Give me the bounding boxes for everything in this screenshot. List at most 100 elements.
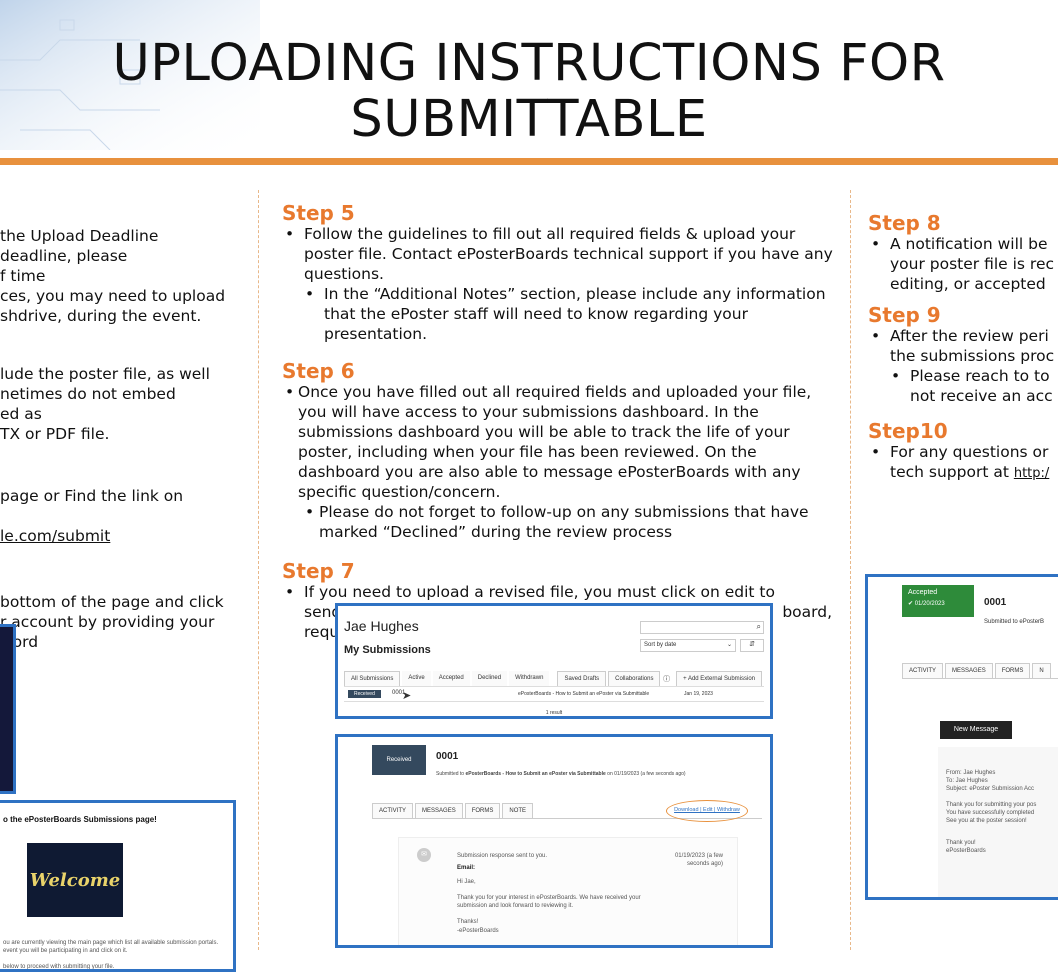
submitted-suffix: on 01/19/2023 (a few seconds ago) xyxy=(605,771,686,777)
welcome-logo-text: Welcome xyxy=(29,869,121,891)
step-8-heading: Step 8 xyxy=(868,212,941,235)
step-10-line: For any questions or xyxy=(890,443,1049,461)
left-text-line: deadline, please xyxy=(0,247,128,265)
message-icon: ✉ xyxy=(417,848,431,862)
step-5-heading: Step 5 xyxy=(282,201,355,225)
filter-icon: ⇵ xyxy=(749,641,755,648)
step-7-line: board, xyxy=(782,603,832,621)
step-8-line: A notification will be xyxy=(890,235,1048,253)
tech-support-link[interactable]: http:/ xyxy=(1013,466,1050,481)
tab-all-submissions[interactable]: All Submissions xyxy=(344,671,401,686)
action-links[interactable]: Download | Edit | Withdraw xyxy=(666,800,748,822)
step-9-sub-bullet: Please reach to to not receive an acc xyxy=(868,366,1058,406)
step-10-bullet: For any questions or tech support at htt… xyxy=(868,442,1058,484)
submission-date: Jan 19, 2023 xyxy=(684,691,713,697)
accepted-badge: Accepted ✔ 01/20/2023 xyxy=(902,585,974,617)
email-label: Email: xyxy=(457,865,476,871)
message-thanks: Thank you! xyxy=(946,840,976,846)
step-8-line: editing, or accepted xyxy=(890,275,1046,293)
submitted-prefix: Submitted to xyxy=(436,771,466,777)
filter-button[interactable]: ⇵ xyxy=(740,639,764,652)
step-5-sub-bullet: In the “Additional Notes” section, pleas… xyxy=(282,284,842,344)
user-name: Jae Hughes xyxy=(344,618,419,634)
step-9-sub-line: not receive an acc xyxy=(910,387,1053,405)
sort-dropdown[interactable]: Sort by date ⌄ xyxy=(640,639,736,652)
message-card: From: Jae Hughes To: Jae Hughes Subject:… xyxy=(938,747,1058,897)
middle-column: Step 5 Follow the guidelines to fill out… xyxy=(282,202,842,642)
submit-link[interactable]: le.com/submit xyxy=(0,527,111,545)
submission-detail-screenshot: Received 0001 Submitted to ePosterBoards… xyxy=(335,734,773,948)
welcome-text: ou are currently viewing the main page w… xyxy=(3,940,219,946)
left-text-line: shdrive, during the event. xyxy=(0,307,202,325)
title-line-1: UPLOADING INSTRUCTIONS FOR xyxy=(112,34,946,93)
submissions-dashboard-screenshot: Jae Hughes My Submissions ⌕ Sort by date… xyxy=(335,603,773,719)
my-submissions-heading: My Submissions xyxy=(344,644,431,656)
step-8-bullet: A notification will be your poster file … xyxy=(868,234,1058,294)
left-text-line: netimes do not embed xyxy=(0,385,176,403)
message-body: You have successfully completed xyxy=(946,810,1035,816)
left-text-line: r account by providing your xyxy=(0,613,215,631)
tab-activity[interactable]: ACTIVITY xyxy=(372,803,414,818)
message-from: From: Jae Hughes xyxy=(946,770,996,776)
step-7-heading: Step 7 xyxy=(282,559,355,583)
left-text-line: ces, you may need to upload xyxy=(0,287,226,305)
message-thanks: Thanks! xyxy=(457,919,479,925)
left-text-line: page or Find the link on xyxy=(0,487,184,505)
submitted-form: ePosterBoards - How to Submit an ePoster… xyxy=(465,771,606,777)
title-underline-bar xyxy=(0,158,1058,165)
right-column: Step 8 A notification will be your poste… xyxy=(868,212,1058,484)
step-7-bullet: If you need to upload a revised file, yo… xyxy=(282,582,842,642)
left-text-line: f time xyxy=(0,267,46,285)
sort-value: Sort by date xyxy=(644,642,677,648)
tab-active[interactable]: Active xyxy=(402,671,431,686)
step-10-heading: Step10 xyxy=(868,419,948,443)
submission-id: 0001 xyxy=(436,751,459,762)
step-9-line: After the review peri xyxy=(890,327,1049,345)
add-external-submission-button[interactable]: + Add External Submission xyxy=(676,671,762,686)
step-7-line: send xyxy=(304,603,342,621)
tab-forms[interactable]: FORMS xyxy=(464,803,501,818)
title-line-2: SUBMITTABLE xyxy=(350,90,708,149)
tab-note[interactable]: N xyxy=(1032,663,1051,678)
step-10-line: tech support at xyxy=(890,463,1014,481)
message-signature: ePosterBoards xyxy=(946,848,986,854)
column-divider xyxy=(258,190,259,950)
step-6-bullet: Once you have filled out all required fi… xyxy=(282,382,842,502)
message-body: Thank you for submitting your pos xyxy=(946,802,1037,808)
step-6-heading: Step 6 xyxy=(282,359,355,383)
tab-accepted[interactable]: Accepted xyxy=(432,671,470,686)
login-screenshot-fragment xyxy=(0,624,16,794)
welcome-heading: o the ePosterBoards Submissions page! xyxy=(3,815,157,824)
tab-withdrawn[interactable]: Withdrawn xyxy=(509,671,550,686)
left-text-line: bottom of the page and click xyxy=(0,593,224,611)
welcome-text: below to proceed with submitting your fi… xyxy=(3,964,115,970)
message-card: ✉ Submission response sent to you. 01/19… xyxy=(398,837,738,945)
step-8-line: your poster file is rec xyxy=(890,255,1055,273)
step-9-line: the submissions proc xyxy=(890,347,1055,365)
message-signature: -ePosterBoards xyxy=(457,928,499,934)
chevron-down-icon: ⌄ xyxy=(726,642,732,648)
circuit-pattern-icon xyxy=(0,0,260,150)
tab-messages[interactable]: MESSAGES xyxy=(945,663,993,678)
submission-id[interactable]: 0001 xyxy=(392,690,406,696)
tab-collaborations[interactable]: Collaborations xyxy=(608,671,661,686)
help-icon[interactable]: ⓘ xyxy=(663,675,671,683)
accepted-label: Accepted xyxy=(908,589,938,596)
search-icon[interactable]: ⌕ xyxy=(756,622,761,631)
status-badge: Received xyxy=(348,690,381,698)
cursor-icon: ➤ xyxy=(402,690,412,702)
step-7-line: requ xyxy=(304,623,340,641)
submitted-line: Submitted to ePosterB xyxy=(984,619,1045,625)
step-6-sub-bullet: Please do not forget to follow-up on any… xyxy=(282,502,842,542)
submitted-line: Submitted to ePosterBoards - How to Subm… xyxy=(436,771,686,777)
tab-activity[interactable]: ACTIVITY xyxy=(902,663,944,678)
tab-note[interactable]: NOTE xyxy=(502,803,534,818)
tab-declined[interactable]: Declined xyxy=(471,671,508,686)
tab-messages[interactable]: MESSAGES xyxy=(415,803,463,818)
table-row[interactable]: Received 0001 ➤ ePosterBoards - How to S… xyxy=(344,688,764,702)
tab-saved-drafts[interactable]: Saved Drafts xyxy=(557,671,607,686)
search-input[interactable]: ⌕ xyxy=(640,621,764,634)
tab-forms[interactable]: FORMS xyxy=(994,663,1031,678)
step-9-sub-line: Please reach to to xyxy=(910,367,1050,385)
new-message-button[interactable]: New Message xyxy=(940,721,1012,739)
